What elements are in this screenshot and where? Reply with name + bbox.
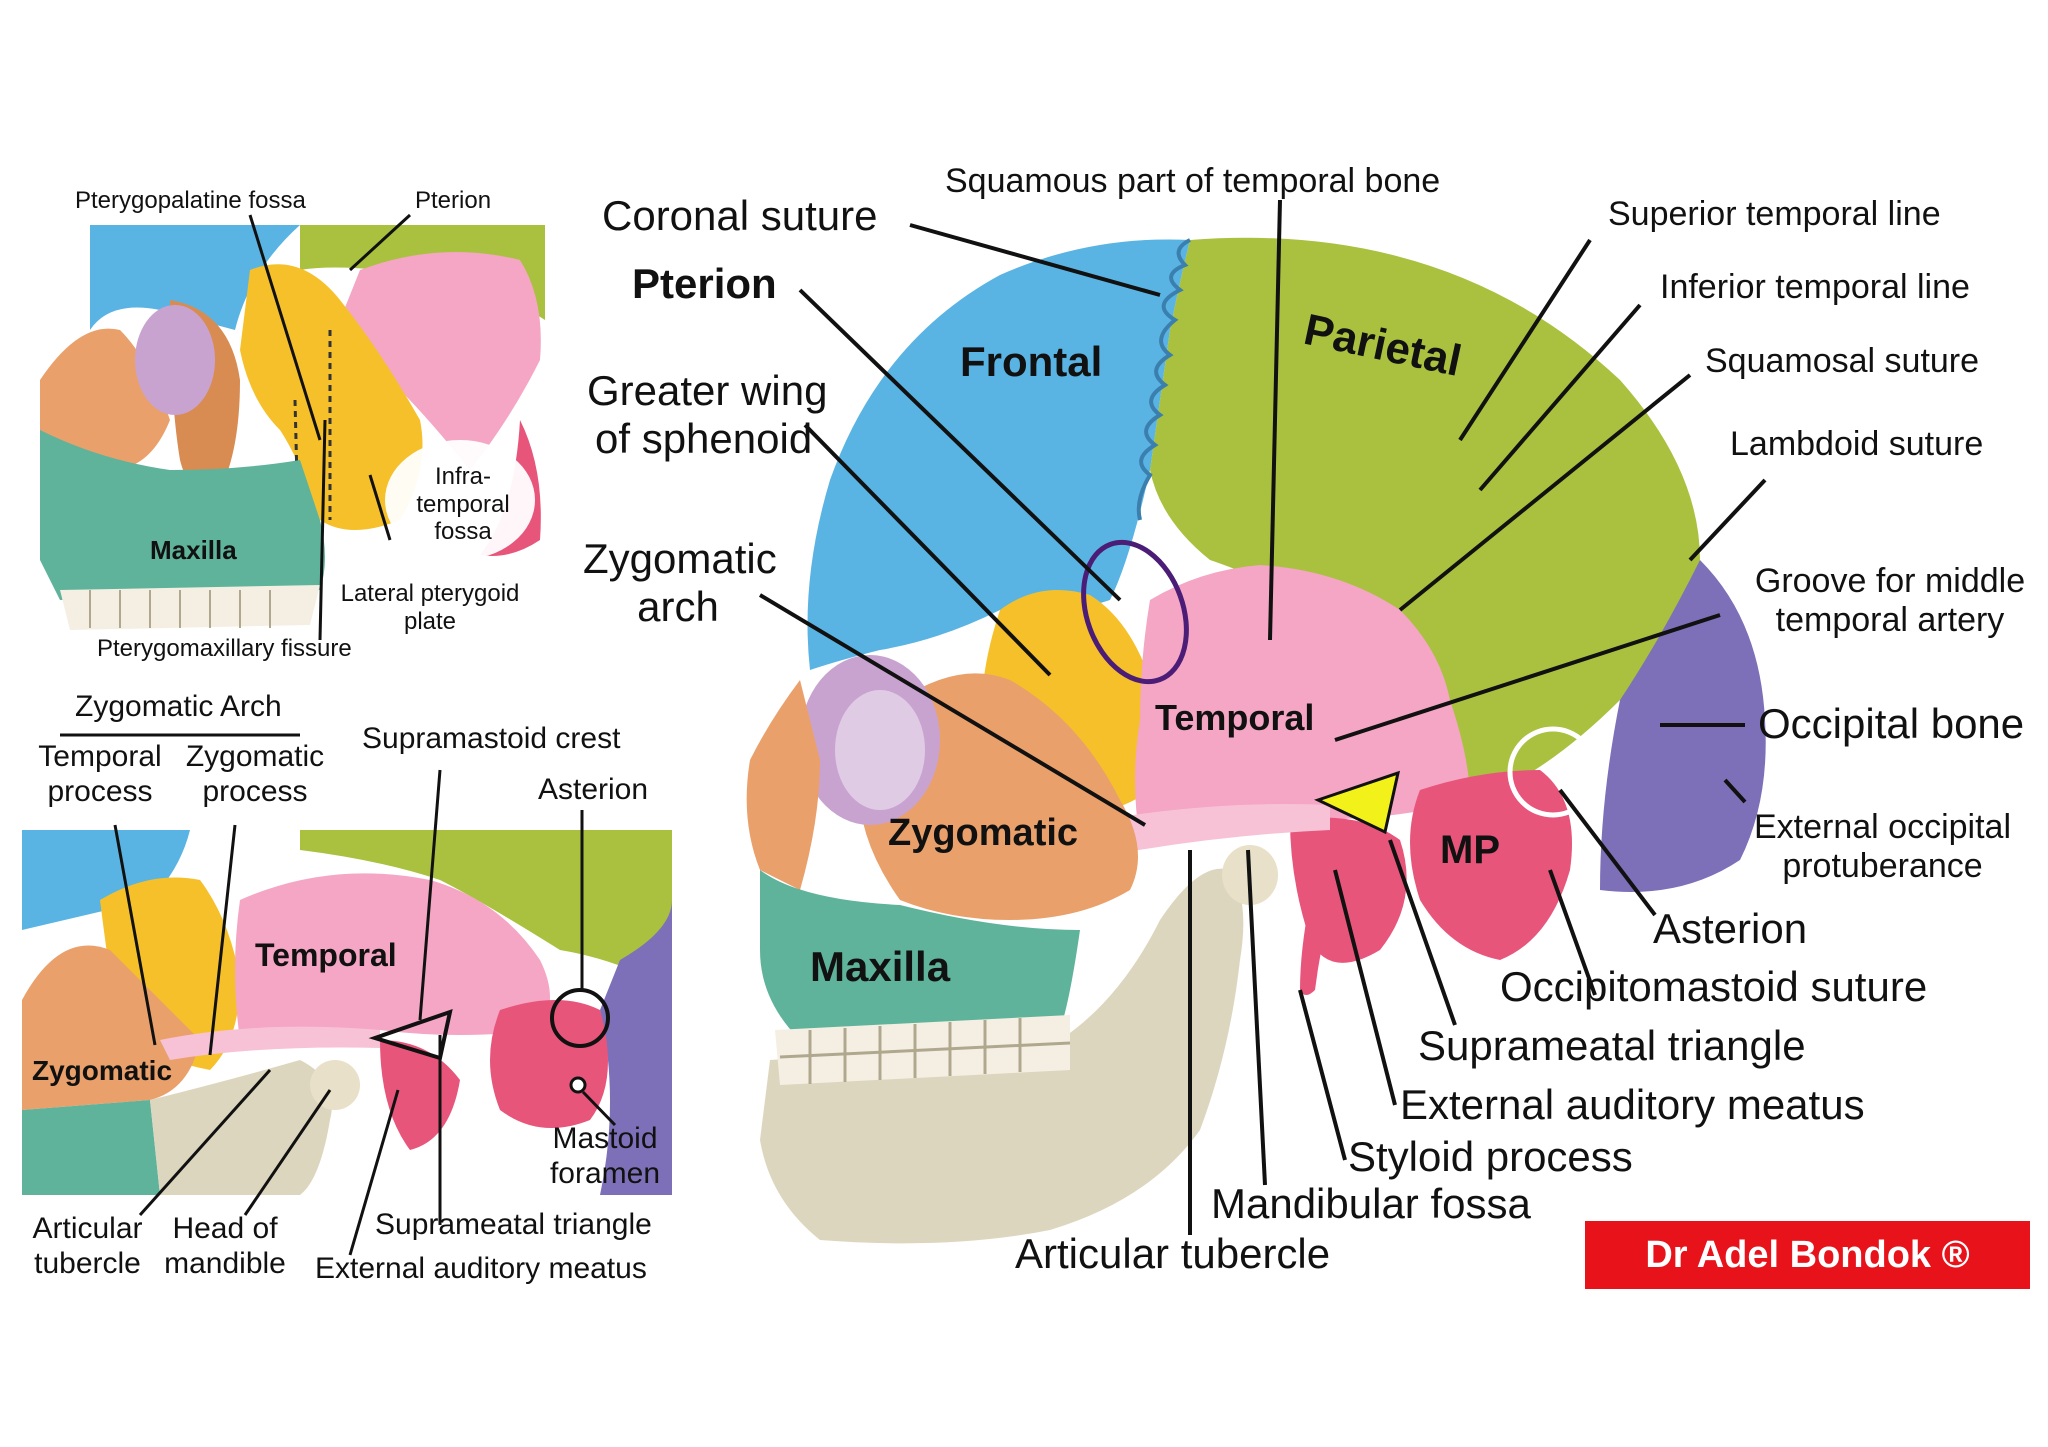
- bone-label-mp: MP: [1440, 828, 1500, 872]
- label-pterygopalatine-fossa: Pterygopalatine fossa: [75, 187, 306, 214]
- label-greater-wing-of-sphenoid: Greater wing of sphenoid: [587, 367, 828, 464]
- label-tl-pterion: Pterion: [415, 187, 492, 214]
- bone-label-zygomatic: Zygomatic: [888, 812, 1079, 854]
- label-superior-temporal-line: Superior temporal line: [1608, 195, 1941, 233]
- label-external-occipital-protuberance: External occipital protuberance: [1735, 808, 2030, 886]
- label-groove-middle-temporal-artery: Groove for middle temporal artery: [1735, 562, 2045, 640]
- label-bl-external-auditory-meatus: External auditory meatus: [315, 1252, 647, 1285]
- label-lateral-pterygoid-plate: Lateral pterygoid plate: [330, 580, 530, 635]
- label-head-line2: mandible: [164, 1246, 286, 1280]
- label-pterion: Pterion: [632, 260, 777, 307]
- label-articular-line2: tubercle: [34, 1246, 141, 1280]
- label-groove-line1: Groove for middle: [1754, 562, 2026, 600]
- bone-label-tl-maxilla: Maxilla: [150, 535, 237, 565]
- bone-label-temporal: Temporal: [1155, 697, 1315, 738]
- label-squamosal-suture: Squamosal suture: [1705, 342, 1980, 380]
- label-mandibular-fossa: Mandibular fossa: [1211, 1180, 1531, 1227]
- bone-label-maxilla: Maxilla: [810, 943, 951, 990]
- label-inferior-temporal-line: Inferior temporal line: [1660, 268, 1970, 306]
- label-articular-tubercle-small: Articular tubercle: [25, 1212, 150, 1281]
- label-mastoid-line2: foramen: [549, 1156, 661, 1190]
- label-asterion: Asterion: [1653, 905, 1808, 952]
- label-ext-occ-line1: External occipital: [1753, 808, 2011, 846]
- label-coronal-suture: Coronal suture: [602, 192, 878, 239]
- bone-label-bl-zygomatic: Zygomatic: [32, 1055, 173, 1086]
- label-pterygomaxillary-fissure: Pterygomaxillary fissure: [97, 635, 352, 662]
- bone-label-bl-temporal: Temporal: [255, 937, 397, 973]
- label-zygomatic-process: Zygomatic process: [180, 740, 330, 809]
- label-zygomatic-arch-line2: arch: [637, 583, 719, 631]
- label-infra-line3: fossa: [434, 518, 492, 546]
- main-leader-lines: [758, 199, 1767, 1235]
- bottom-left-panel-art: [22, 733, 672, 1256]
- main-skull-art: [746, 237, 1766, 1244]
- label-zygomatic-arch-line1: Zygomatic: [583, 535, 777, 582]
- label-greater-wing-line2: of sphenoid: [595, 415, 813, 463]
- label-groove-line2: temporal artery: [1775, 601, 2005, 640]
- label-zygomatic-process-line1: Zygomatic: [185, 740, 325, 773]
- label-temporal-process-line1: Temporal: [38, 740, 162, 773]
- label-temporal-process-line2: process: [47, 774, 153, 808]
- label-lateral-pterygoid-line1: Lateral pterygoid: [340, 580, 520, 607]
- label-zygomatic-arch-heading: Zygomatic Arch: [75, 690, 282, 723]
- label-mastoid-foramen: Mastoid foramen: [545, 1122, 665, 1191]
- label-lambdoid-suture: Lambdoid suture: [1730, 425, 1984, 463]
- label-infratemporal-fossa: Infra- temporal fossa: [408, 463, 518, 546]
- label-zygomatic-arch: Zygomatic arch: [583, 535, 777, 632]
- label-lateral-pterygoid-line2: plate: [403, 607, 457, 635]
- label-ext-occ-line2: protuberance: [1782, 847, 1983, 886]
- label-zygomatic-process-line2: process: [202, 774, 308, 808]
- label-styloid-process: Styloid process: [1348, 1133, 1633, 1180]
- label-external-auditory-meatus: External auditory meatus: [1400, 1081, 1865, 1128]
- label-articular-line1: Articular: [32, 1212, 143, 1245]
- label-infra-line2: temporal: [416, 490, 510, 518]
- label-head-of-mandible: Head of mandible: [160, 1212, 290, 1281]
- label-occipitomastoid-suture: Occipitomastoid suture: [1500, 963, 1928, 1010]
- label-occipital-bone: Occipital bone: [1758, 700, 2025, 747]
- top-left-panel-art: [40, 213, 545, 641]
- label-temporal-process: Temporal process: [30, 740, 170, 809]
- label-supramastoid-crest: Supramastoid crest: [362, 722, 621, 755]
- label-suprameatal-triangle: Suprameatal triangle: [1418, 1022, 1806, 1069]
- label-head-line1: Head of: [172, 1212, 278, 1245]
- label-mastoid-line1: Mastoid: [552, 1122, 658, 1155]
- credit-badge: Dr Adel Bondok ®: [1585, 1221, 2030, 1289]
- label-bl-suprameatal-triangle: Suprameatal triangle: [375, 1208, 652, 1241]
- label-infra-line1: Infra-: [434, 463, 491, 490]
- bone-label-frontal: Frontal: [960, 338, 1103, 385]
- label-articular-tubercle: Articular tubercle: [1015, 1230, 1331, 1277]
- label-greater-wing-line1: Greater wing: [587, 367, 828, 414]
- label-bl-asterion: Asterion: [538, 773, 649, 806]
- label-squamous-part: Squamous part of temporal bone: [945, 162, 1441, 200]
